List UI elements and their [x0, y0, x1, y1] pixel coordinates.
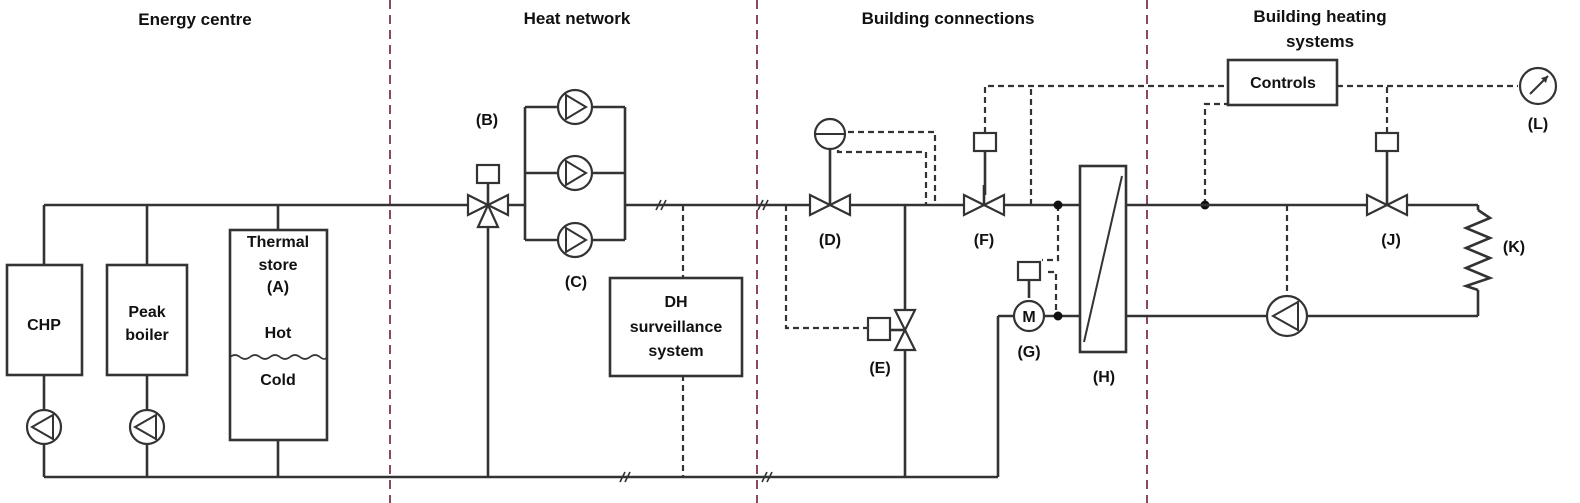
valve-d-icon	[808, 117, 852, 217]
tag-f: (F)	[974, 232, 994, 249]
tag-l: (L)	[1528, 116, 1548, 133]
motor-g-icon	[1012, 260, 1046, 333]
thermal-store-tag: (A)	[267, 279, 289, 296]
valve-j-icon	[1365, 131, 1409, 217]
dh-label-1: DH	[664, 294, 687, 311]
tag-k: (K)	[1503, 239, 1525, 256]
chp-pump-icon	[25, 408, 63, 446]
peak-boiler-label-1: Peak	[128, 304, 165, 321]
tag-c: (C)	[565, 274, 587, 291]
dh-label-2: surveillance	[630, 319, 723, 336]
hot-label: Hot	[265, 325, 292, 342]
section-building-heating-line2: systems	[1286, 32, 1354, 51]
circulation-pump-icon	[1265, 294, 1309, 338]
chp-label: CHP	[27, 317, 61, 334]
thermal-store	[228, 228, 329, 442]
pump-c-mid-icon	[556, 154, 594, 192]
motor-label: M	[1022, 309, 1035, 326]
valve-e-icon	[866, 308, 917, 352]
tag-b: (B)	[476, 112, 498, 129]
section-building-heating-line1: Building heating	[1253, 7, 1386, 26]
junction-dot-2	[1053, 311, 1063, 321]
junction-dot-1	[1053, 200, 1063, 210]
section-energy-centre: Energy centre	[138, 10, 251, 29]
pump-c-bottom-icon	[556, 221, 594, 259]
radiator-k-icon	[1461, 208, 1494, 292]
tag-g: (G)	[1017, 344, 1040, 361]
chp-unit	[5, 263, 84, 377]
break-marks	[619, 199, 773, 483]
outdoor-sensor-l-icon	[1518, 66, 1558, 106]
controls-label: Controls	[1250, 75, 1316, 92]
dh-label-3: system	[648, 343, 703, 360]
thermal-store-label-1: Thermal	[247, 234, 309, 251]
pump-c-top-icon	[556, 88, 594, 126]
dh-surveillance-system	[608, 276, 744, 378]
section-building-connections: Building connections	[862, 9, 1035, 28]
tag-d: (D)	[819, 232, 841, 249]
peak-boiler-label-2: boiler	[125, 327, 169, 344]
heat-exchanger-h	[1078, 164, 1128, 354]
thermal-store-label-2: store	[258, 257, 297, 274]
tag-e: (E)	[869, 360, 890, 377]
thermocline-line	[229, 354, 328, 360]
section-heat-network: Heat network	[524, 9, 631, 28]
building-heating-pipes	[1126, 203, 1480, 318]
controls-box	[1226, 58, 1339, 107]
control-wiring	[784, 84, 1518, 330]
energy-centre-pipes	[42, 203, 998, 479]
tag-j: (J)	[1381, 232, 1401, 249]
valve-b-icon	[466, 163, 510, 229]
peak-boiler-unit	[105, 263, 189, 377]
valve-f-icon	[962, 131, 1006, 217]
boiler-pump-icon	[128, 408, 166, 446]
cold-label: Cold	[260, 372, 296, 389]
tag-h: (H)	[1093, 369, 1115, 386]
